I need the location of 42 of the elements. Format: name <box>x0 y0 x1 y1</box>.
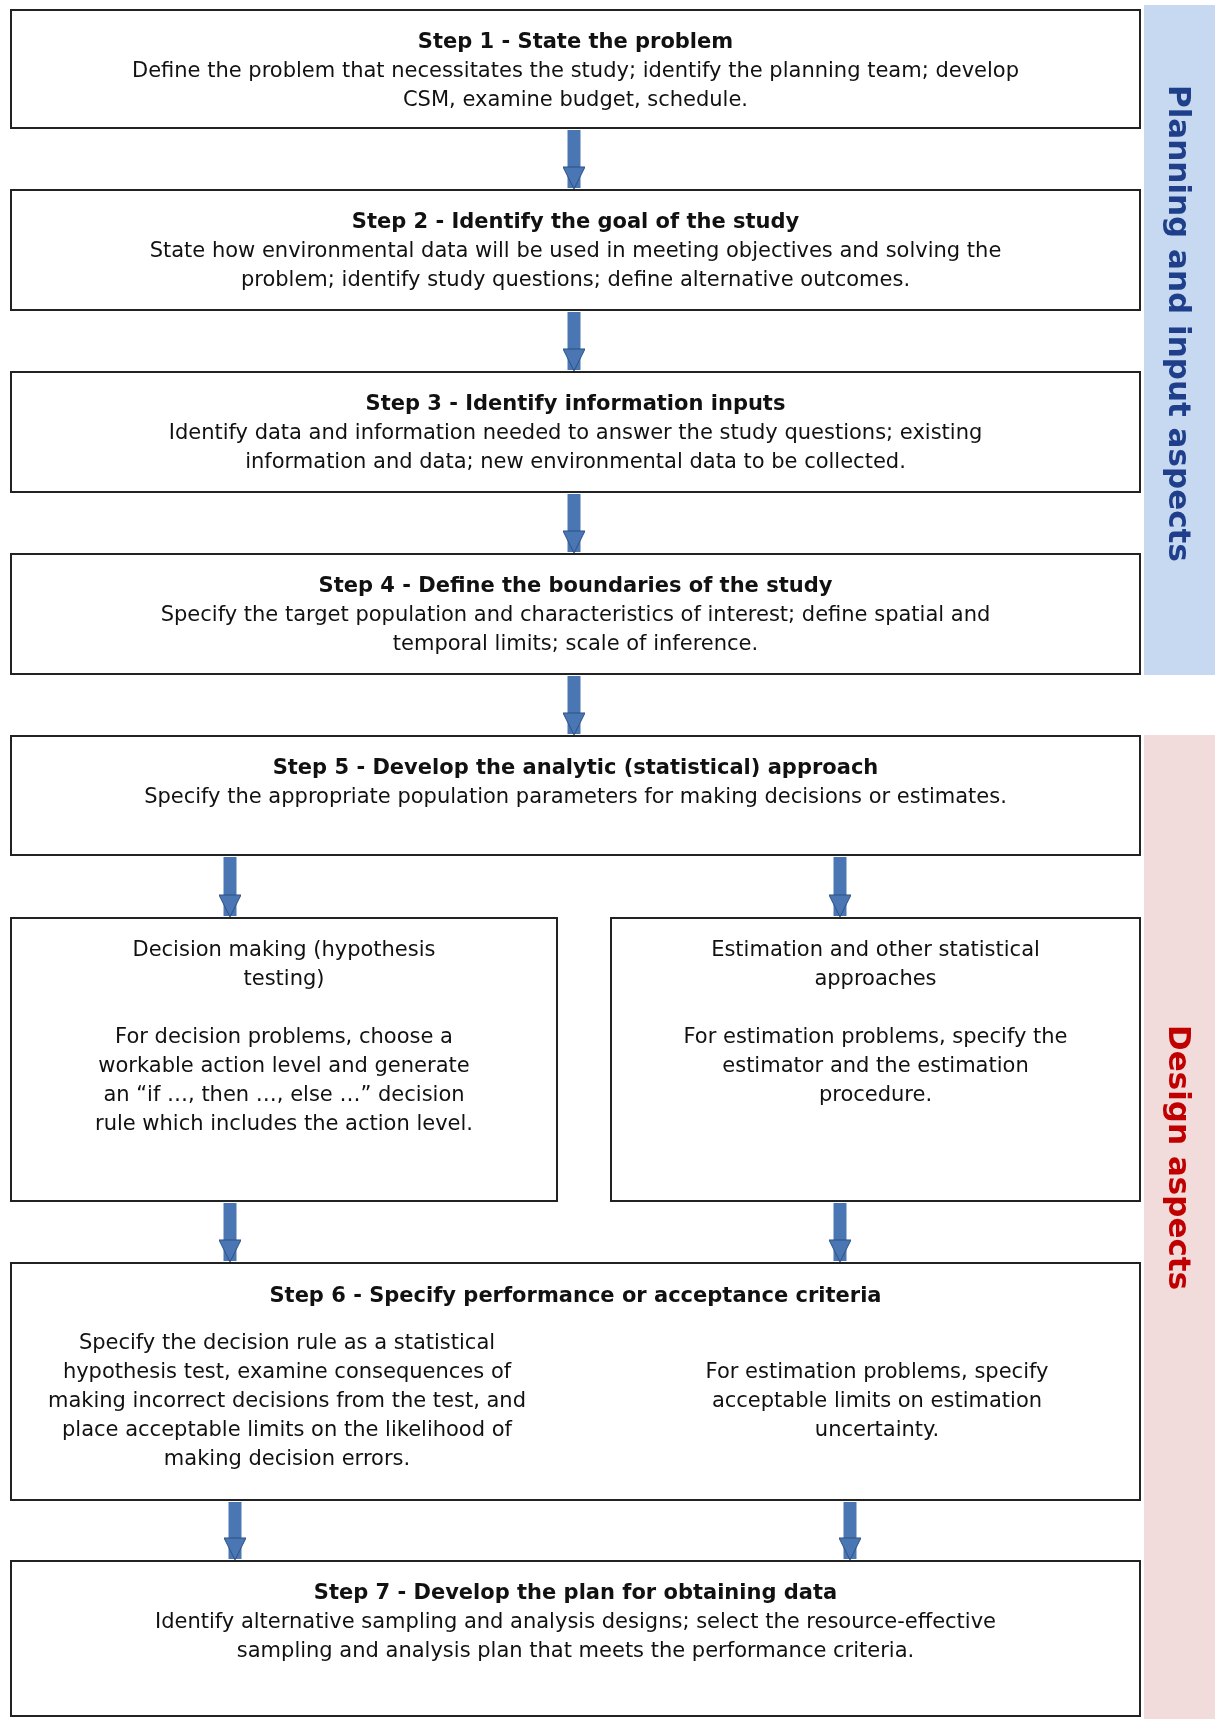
step-title: Step 6 - Specify performance or acceptance criteria <box>268 1282 883 1309</box>
arrow <box>223 1502 247 1561</box>
process-box <box>10 553 1141 675</box>
step-description: Specify the target population and characteristics of interest; define spatial and temporal limits; scale of inference. <box>159 601 992 657</box>
band-title: Design aspects <box>1160 1025 1199 1291</box>
step-description: For estimation problems, specify acceptable limits on estimation uncertainty. <box>704 1357 1050 1443</box>
process-box <box>10 189 1141 311</box>
process-box <box>10 1262 1141 1501</box>
process-box <box>10 9 1141 129</box>
arrow <box>218 857 242 918</box>
step-title: Step 3 - Identify information inputs <box>365 390 786 417</box>
process-box <box>610 917 1141 1202</box>
arrow <box>562 676 586 736</box>
step-title: Step 7 - Develop the plan for obtaining data <box>313 1579 838 1606</box>
step-description: Identify alternative sampling and analysis designs; select the resource-effective sampling and analysis plan that meets the performance criteria. <box>153 1608 997 1664</box>
arrow <box>218 1203 242 1263</box>
step-description: Specify the appropriate population parameters for making decisions or estimates. <box>144 783 1007 810</box>
process-box <box>10 1560 1141 1717</box>
arrow <box>562 494 586 554</box>
process-box <box>10 917 558 1202</box>
step-description: State how environmental data will be used in meeting objectives and solving the problem; identify study questions; define alternative outcomes. <box>148 237 1003 293</box>
branch-title: Decision making (hypothesis testing) <box>131 936 437 992</box>
side-band <box>1144 5 1215 675</box>
arrow <box>562 312 586 372</box>
arrow <box>828 1203 852 1263</box>
step-description: Define the problem that necessitates the study; identify the planning team; develop CSM, examine budget, schedule. <box>130 57 1020 113</box>
arrow <box>828 857 852 918</box>
process-box <box>10 371 1141 493</box>
step-description: Specify the decision rule as a statistical hypothesis test, examine consequences of making incorrect decisions from the test, and place acceptable limits on the likelihood of making decision errors. <box>46 1328 527 1472</box>
branch-title: Estimation and other statistical approaches <box>710 936 1041 992</box>
process-box <box>10 735 1141 856</box>
side-band <box>1144 735 1215 1719</box>
arrow <box>838 1502 862 1561</box>
branch-description: For decision problems, choose a workable action level and generate an “if …, then …, else …” decision rule which includes the action level. <box>94 1023 474 1137</box>
arrow <box>562 130 586 190</box>
band-title: Planning and input aspects <box>1160 85 1199 562</box>
branch-description: For estimation problems, specify the estimator and the estimation procedure. <box>682 1023 1069 1108</box>
step-title: Step 2 - Identify the goal of the study <box>351 208 800 235</box>
step-title: Step 4 - Define the boundaries of the study <box>318 572 833 599</box>
step-title: Step 1 - State the problem <box>417 28 734 55</box>
step-description: Identify data and information needed to answer the study questions; existing information and data; new environmental data to be collected. <box>167 419 984 475</box>
step-title: Step 5 - Develop the analytic (statistical) approach <box>272 754 879 781</box>
